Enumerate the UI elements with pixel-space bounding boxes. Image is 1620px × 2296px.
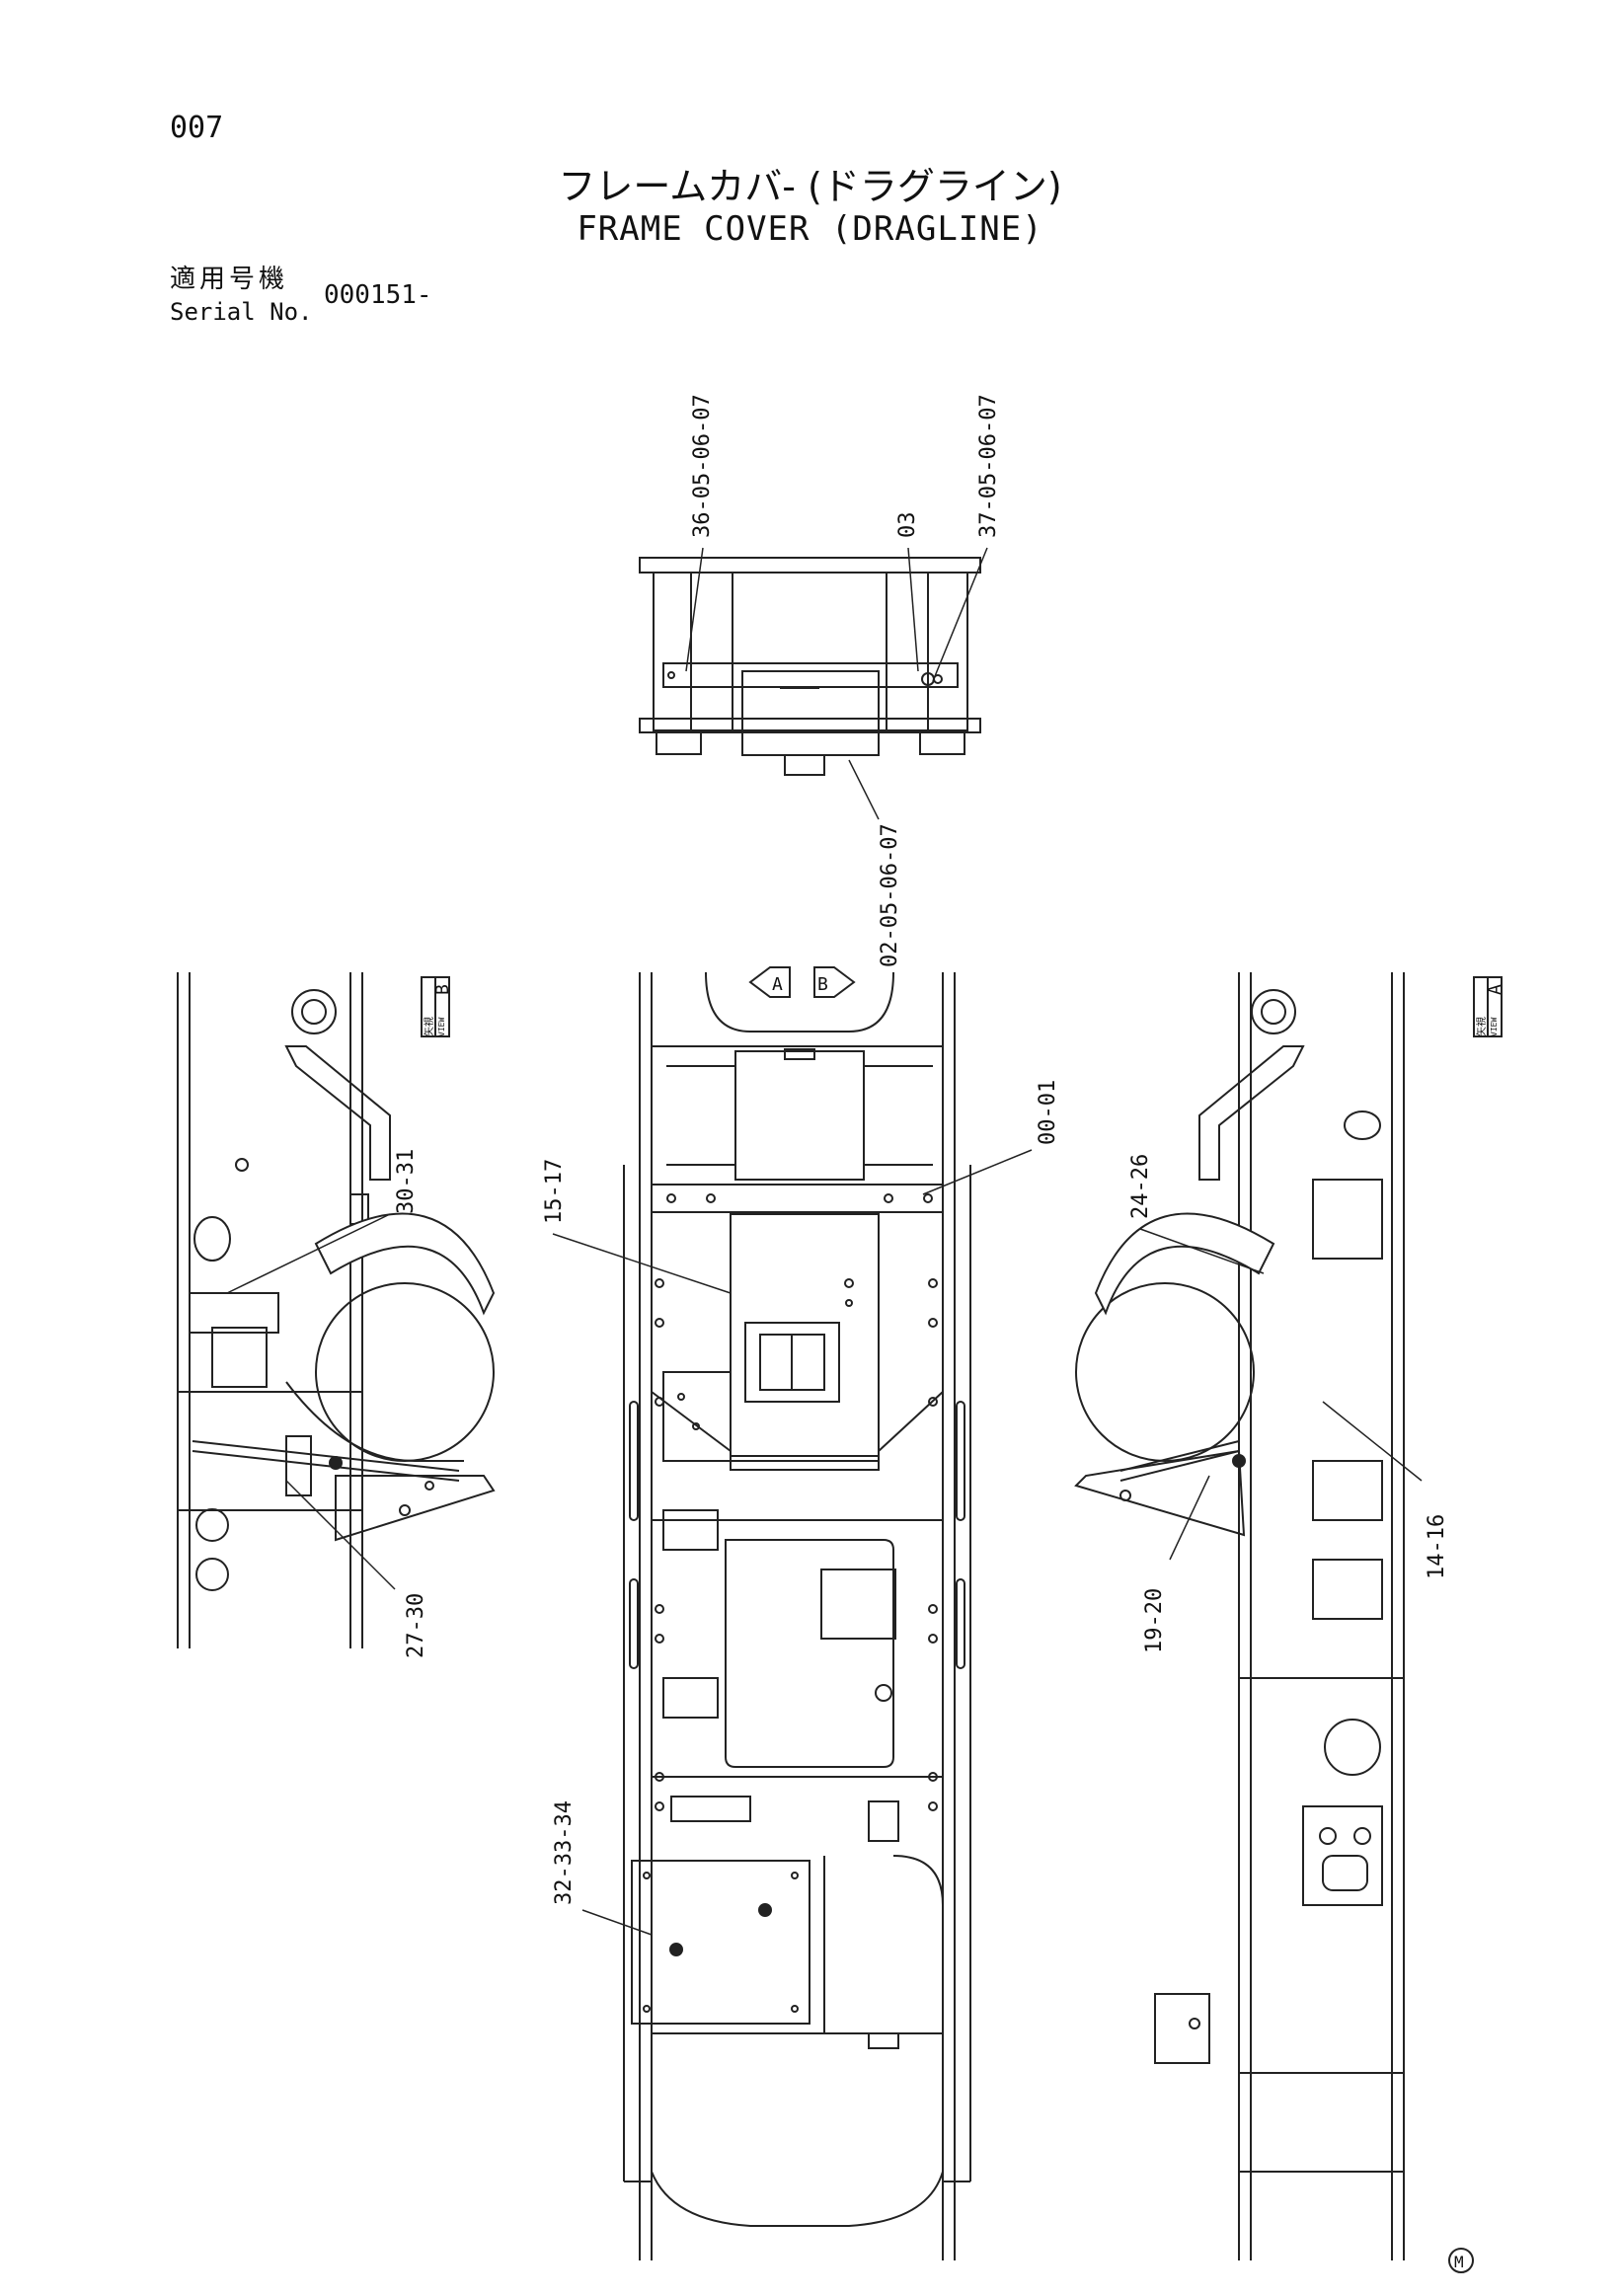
view-a-word-en: VIEW — [1490, 1018, 1499, 1036]
callout-14-16: 14-16 — [1425, 1514, 1449, 1579]
page-number: 007 — [170, 111, 224, 145]
callout-03: 03 — [895, 512, 920, 539]
callout-02-05-06-07: 02-05-06-07 — [878, 823, 902, 967]
right-side-view-a — [1074, 972, 1405, 2260]
direction-arrows — [748, 966, 856, 998]
title-japanese: フレームカバ- (ドラグライン) — [558, 165, 1062, 208]
center-frame-view — [623, 971, 971, 2260]
callout-15-17: 15-17 — [542, 1159, 567, 1224]
callout-36-05-06-07: 36-05-06-07 — [690, 394, 715, 538]
callout-24-26: 24-26 — [1128, 1154, 1153, 1219]
maker-mark: M — [1454, 2253, 1464, 2271]
left-side-view-b — [177, 972, 496, 1648]
maker-mark-circle — [1448, 2248, 1474, 2273]
arrow-b-label: B — [817, 974, 828, 995]
arrow-a-label: A — [772, 974, 783, 995]
title-english: FRAME COVER (DRAGLINE) — [577, 209, 1043, 249]
serial-number-value: 000151- — [324, 280, 432, 310]
callout-19-20: 19-20 — [1142, 1588, 1167, 1653]
view-a-word: 矢視 — [1475, 1017, 1488, 1036]
leader-lines — [226, 547, 1423, 1936]
callout-27-30: 27-30 — [404, 1593, 428, 1658]
view-b-letter: B — [432, 984, 453, 995]
view-b-word-en: VIEW — [437, 1018, 446, 1036]
view-a-letter: A — [1485, 984, 1505, 995]
top-end-view — [639, 557, 981, 776]
callout-30-31: 30-31 — [394, 1149, 419, 1214]
serial-label-japanese: 適用号機 — [170, 265, 289, 294]
serial-label-english: Serial No. — [170, 298, 313, 326]
callout-37-05-06-07: 37-05-06-07 — [976, 394, 1001, 538]
view-b-word: 矢視 — [423, 1017, 435, 1036]
callout-00-01: 00-01 — [1036, 1080, 1060, 1145]
callout-32-33-34: 32-33-34 — [552, 1800, 577, 1905]
